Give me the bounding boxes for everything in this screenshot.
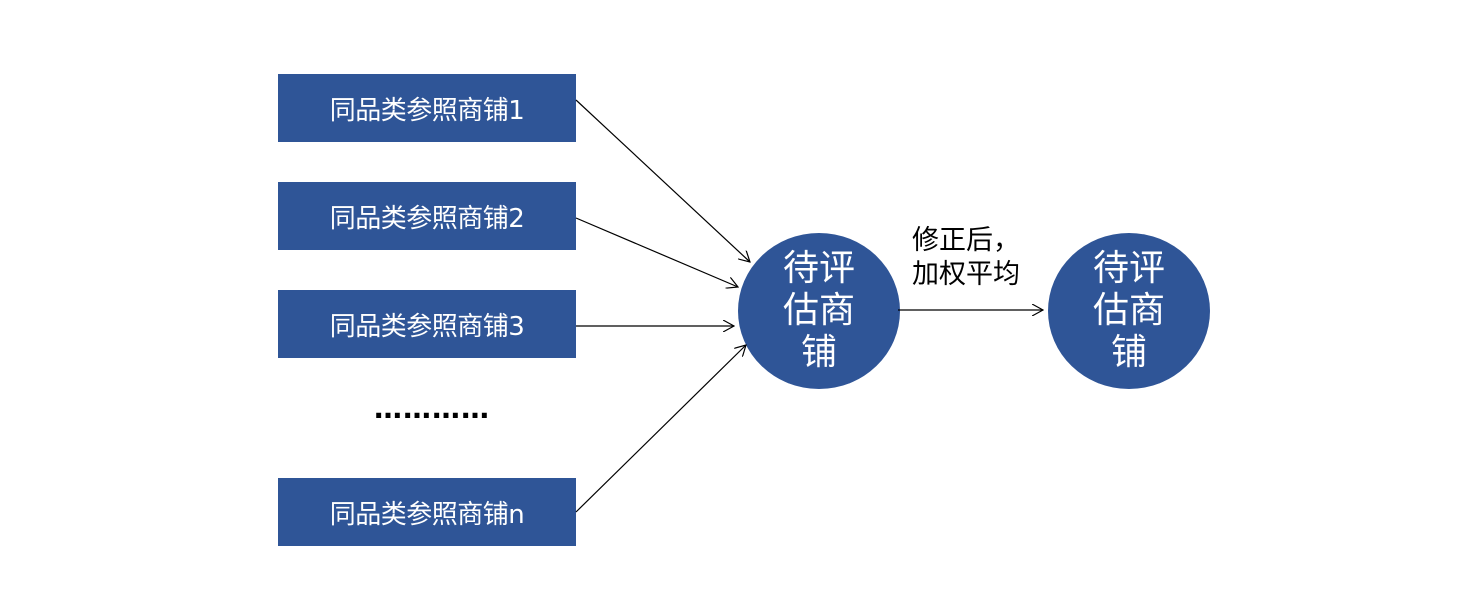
weighted-average-label-line2: 加权平均	[912, 259, 1020, 290]
reference-store-3: 同品类参照商铺3	[278, 290, 576, 358]
reference-store-n: 同品类参照商铺n	[278, 478, 576, 546]
ellipsis: …………	[374, 392, 490, 425]
reference-store-3-label: 同品类参照商铺3	[329, 311, 525, 342]
weighted-average-label: 修正后， 加权平均	[912, 224, 1042, 292]
arrow-store1-to-target	[575, 99, 750, 262]
reference-store-n-label: 同品类参照商铺n	[329, 499, 525, 530]
result-store-label: 待评估商铺	[1092, 248, 1165, 373]
reference-store-1-label: 同品类参照商铺1	[329, 95, 525, 126]
weighted-average-label-line1: 修正后，	[912, 225, 1020, 256]
reference-store-2-label: 同品类参照商铺2	[329, 203, 525, 234]
target-store-node: 待评估商铺	[738, 233, 900, 389]
arrow-storen-to-target	[575, 345, 746, 513]
arrow-store2-to-target	[575, 217, 738, 287]
target-store-label: 待评估商铺	[782, 248, 855, 373]
result-store-node: 待评估商铺	[1048, 233, 1210, 389]
reference-store-1: 同品类参照商铺1	[278, 74, 576, 142]
reference-store-2: 同品类参照商铺2	[278, 182, 576, 250]
